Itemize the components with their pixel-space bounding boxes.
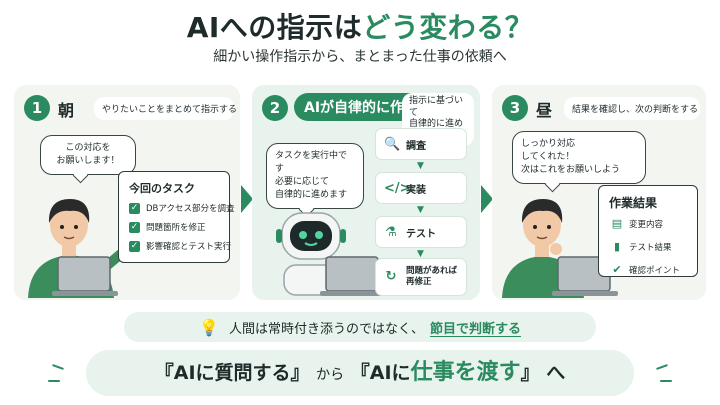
spark-decoration <box>656 364 668 370</box>
page-subtitle: 細かい操作指示から、まとまった仕事の依頼へ <box>213 49 507 65</box>
arrow-down-icon: ▼ <box>417 161 424 171</box>
conclusion-banner: 『AIに質問する』 から 『AIに仕事を渡す』 へ <box>86 350 634 396</box>
step-number-1: 1 <box>24 95 50 121</box>
flow-line: 問題があれば <box>406 265 458 276</box>
bubble-line: 次はこれをお願いしよう <box>521 165 621 176</box>
laptop-icon <box>552 256 618 296</box>
arrow-right-icon <box>241 185 253 213</box>
bubble-line: 自律的に進めます <box>275 190 348 201</box>
bubble-line: してくれた！ <box>521 152 575 163</box>
result-item: ✔ 確認ポイント <box>611 263 697 276</box>
spark-decoration <box>48 380 60 382</box>
document-icon: ▤ <box>611 217 623 230</box>
title-part1: AIへの指示は <box>186 11 363 44</box>
step-panel-noon: 3 昼 結果を確認し、次の判断をする しっかり対応 してくれた！ 次はこれをお願… <box>492 85 706 300</box>
code-icon: </> <box>384 180 411 196</box>
speech-bubble-request: この対応を お願いします！ <box>40 135 136 176</box>
task-label: 問題箇所を修正 <box>146 223 206 233</box>
result-card: 作業結果 ▤ 変更内容 ▮ テスト結果 ✔ 確認ポイント <box>598 185 698 277</box>
flow-label: 実装 <box>406 184 426 196</box>
arrow-down-icon: ▼ <box>417 249 424 259</box>
step-panel-ai-work: 2 AIが自律的に作業 指示に基づいて 自律的に進める タスクを実行中です 必要… <box>252 85 480 300</box>
robot-icon <box>276 212 346 296</box>
flow-step-refix: ↻ 問題があれば再修正 <box>376 259 466 295</box>
task-list-card: 今回のタスク ✓ DBアクセス部分を調査 ✓ 問題箇所を修正 ✓ 影響確認とテスト実行 <box>118 171 234 263</box>
spark-decoration <box>52 364 64 370</box>
flow-step-implement: </>実装 <box>376 173 466 203</box>
flow-line: 再修正 <box>406 277 432 287</box>
result-label: テスト結果 <box>629 242 672 253</box>
flask-icon: ⚗ <box>385 224 397 240</box>
arrow-right-icon <box>481 185 493 213</box>
check-circle-icon: ✔ <box>612 263 622 276</box>
spark-decoration <box>660 380 672 382</box>
arrow-down-icon: ▼ <box>417 205 424 215</box>
bubble-line: しっかり対応 <box>521 139 576 149</box>
conclusion-mid: から <box>316 367 345 383</box>
task-card-title: 今回のタスク <box>129 182 195 195</box>
result-item: ▮ テスト結果 <box>611 240 697 253</box>
task-item: ✓ 問題箇所を修正 <box>129 221 229 233</box>
task-item: ✓ DBアクセス部分を調査 <box>129 202 234 214</box>
laptop-icon <box>320 256 386 296</box>
speech-bubble-review: しっかり対応 してくれた！ 次はこれをお願いしよう <box>512 131 646 185</box>
bubble-line: お願いします！ <box>56 156 120 167</box>
desc-line: 指示に基づいて <box>409 96 464 118</box>
result-card-title: 作業結果 <box>609 196 658 210</box>
conclusion-to-open: 『AIに <box>350 362 411 384</box>
check-icon: ✓ <box>129 221 140 233</box>
check-icon: ✓ <box>129 240 140 252</box>
laptop-icon <box>52 256 118 296</box>
step-number-3: 3 <box>502 95 528 121</box>
task-label: 影響確認とテスト実行 <box>146 242 232 252</box>
result-label: 変更内容 <box>629 219 664 230</box>
step-number-2: 2 <box>262 95 288 121</box>
speech-bubble-ai: タスクを実行中です 必要に応じて 自律的に進めます <box>266 143 364 210</box>
lightbulb-icon: 💡 <box>199 317 219 337</box>
task-item: ✓ 影響確認とテスト実行 <box>129 240 232 252</box>
flow-step-test: ⚗ テスト <box>376 217 466 247</box>
step-title-noon: 昼 <box>536 101 553 120</box>
conclusion-end: へ <box>546 362 566 384</box>
tip-text: 人間は常時付き添うのではなく、 <box>228 321 424 337</box>
bubble-line: タスクを実行中です <box>275 151 348 175</box>
tip-highlight: 節目で判断する <box>429 321 521 337</box>
bubble-line: 必要に応じて <box>275 177 330 188</box>
page-title: AIへの指示はどう変わる？ <box>0 6 720 46</box>
flow-step-research: 🔍 調査 <box>376 129 466 159</box>
check-icon: ✓ <box>129 202 140 214</box>
step-desc-morning: やりたいことをまとめて指示する <box>94 97 237 120</box>
conclusion-to-close: 』 <box>520 362 540 384</box>
flow-label: 調査 <box>406 140 426 152</box>
flow-label: テスト <box>406 228 436 240</box>
flow-label: 問題があれば再修正 <box>406 266 457 288</box>
bar-chart-icon: ▮ <box>613 240 621 253</box>
task-label: DBアクセス部分を調査 <box>146 204 235 214</box>
result-item: ▤ 変更内容 <box>611 217 697 230</box>
conclusion-emphasis: 仕事を渡す <box>410 360 521 385</box>
refresh-icon: ↻ <box>385 268 397 284</box>
step-panel-morning: 1 朝 やりたいことをまとめて指示する この対応を お願いします！ 今回のタスク… <box>14 85 240 300</box>
conclusion-from: 『AIに質問する』 <box>154 362 310 384</box>
bubble-line: この対応を <box>65 143 111 153</box>
step-title-morning: 朝 <box>58 101 75 120</box>
step-desc-noon: 結果を確認し、次の判断をする <box>564 97 700 120</box>
result-label: 確認ポイント <box>629 265 681 276</box>
title-part2: どう変わる？ <box>362 11 534 44</box>
search-document-icon: 🔍 <box>384 136 401 152</box>
tip-banner: 💡 人間は常時付き添うのではなく、節目で判断する <box>124 312 596 342</box>
